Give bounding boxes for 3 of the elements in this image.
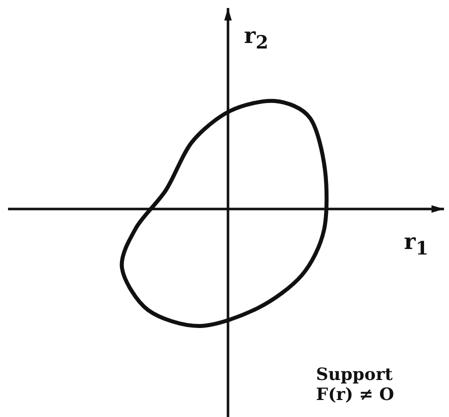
axis-label: r$_{2}$ xyxy=(244,24,270,54)
annotation: Support F(r) ≠ O xyxy=(316,366,396,406)
axis-label: r$_{1}$ xyxy=(404,230,430,260)
